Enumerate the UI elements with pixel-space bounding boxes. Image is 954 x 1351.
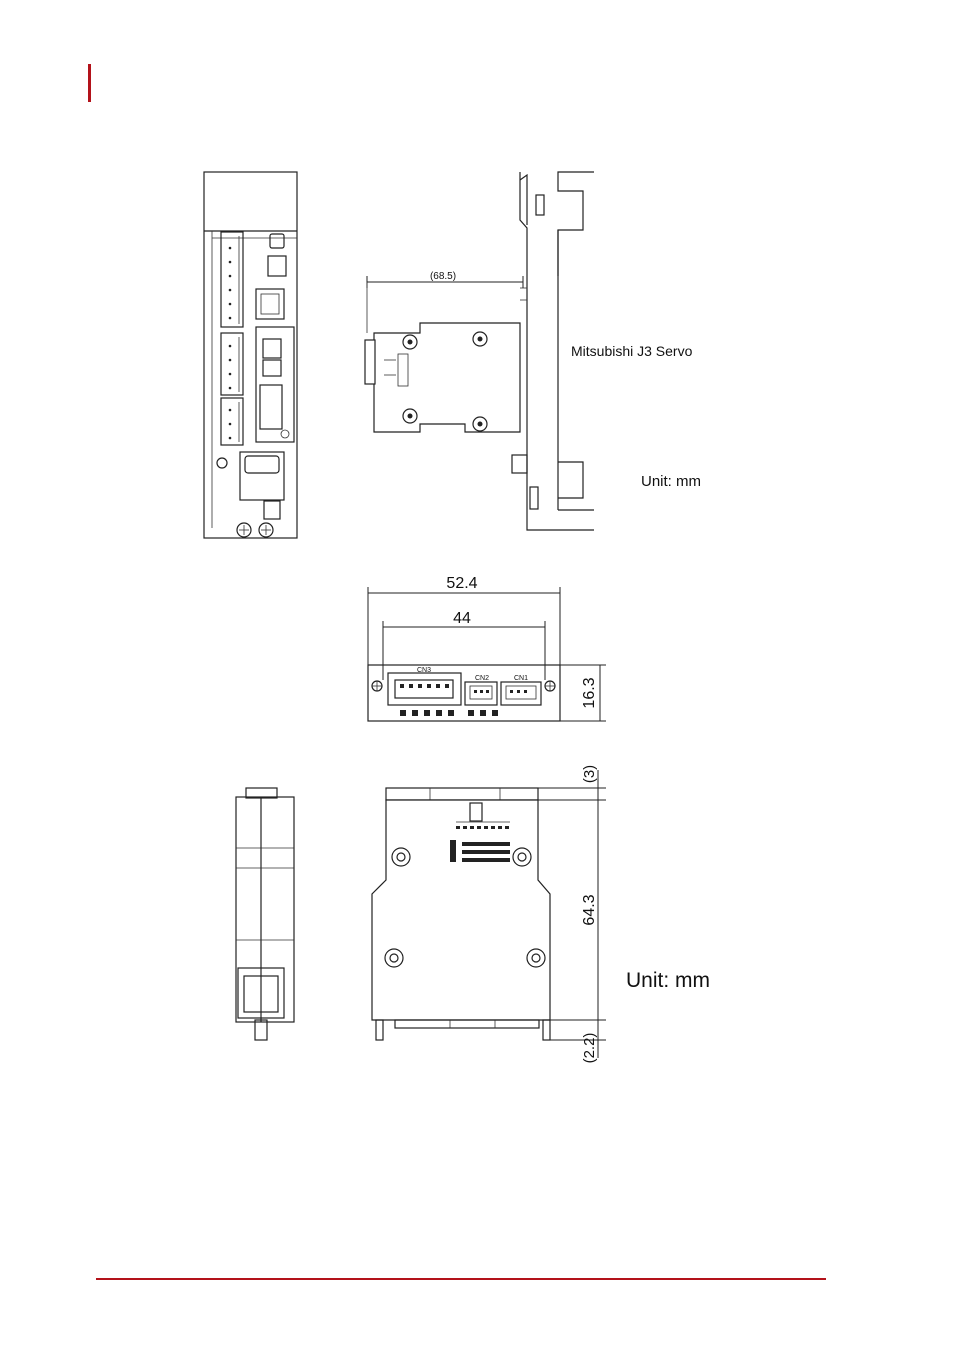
cn2-label: CN2 — [475, 675, 489, 682]
servo-side-view — [365, 172, 594, 530]
converter-side-view — [236, 788, 294, 1040]
cn1-label: CN1 — [514, 675, 528, 682]
front-height-dimension: 16.3 — [560, 665, 606, 721]
cn3-label: CN3 — [417, 667, 431, 674]
converter-front-view: CN3 CN2 CN1 — [368, 665, 560, 721]
unit-label-bottom: Unit: mm — [626, 969, 710, 992]
rear-body-height-label: 64.3 — [581, 894, 598, 925]
rear-top-offset-label: (3) — [581, 765, 598, 783]
front-height-label: 16.3 — [581, 677, 598, 708]
converter-rear-view — [372, 788, 550, 1040]
servo-name-label: Mitsubishi J3 Servo — [571, 343, 693, 359]
front-hole-pitch-label: 44 — [453, 610, 471, 627]
front-overall-width-label: 52.4 — [446, 575, 477, 592]
servo-drive-front-view — [204, 172, 297, 538]
rear-bottom-offset-label: (2.2) — [581, 1033, 598, 1064]
side-depth-label: (68.5) — [430, 271, 456, 282]
unit-label-top: Unit: mm — [641, 473, 701, 490]
front-hole-pitch-dimension: 44 — [383, 610, 545, 680]
